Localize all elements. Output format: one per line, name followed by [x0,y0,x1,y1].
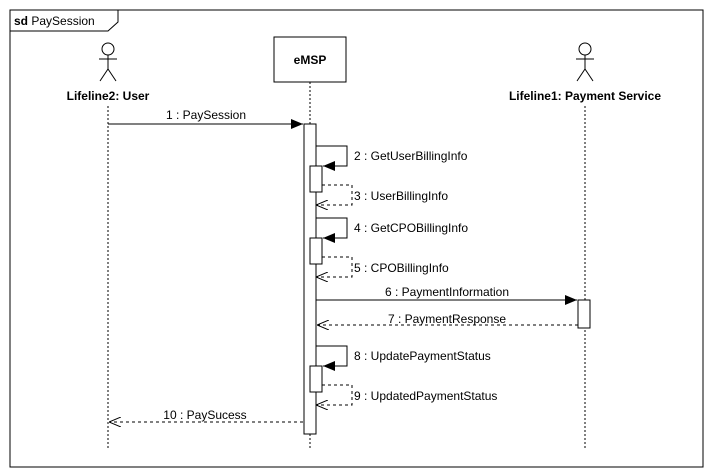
message-1: 1 : PaySession [108,108,303,129]
activation-payment-service [577,299,591,329]
message-6: 6 : PaymentInformation [316,285,577,305]
message-10: 10 : PaySucess [109,408,303,422]
message-3-label: 3 : UserBillingInfo [354,189,448,203]
message-2: 2 : GetUserBillingInfo [316,145,468,171]
message-10-label: 10 : PaySucess [163,408,246,422]
frame-keyword: sd [14,14,28,28]
message-7-label: 7 : PaymentResponse [388,312,506,326]
message-6-label: 6 : PaymentInformation [385,285,509,299]
frame-title: sd PaySession [14,14,95,28]
message-2-label: 2 : GetUserBillingInfo [354,149,468,163]
actor-payment-service-icon [576,42,594,82]
lifeline-payment-service-name: Lifeline1: Payment Service [509,89,661,103]
message-7: 7 : PaymentResponse [317,312,578,326]
frame-name: PaySession [31,14,94,28]
messages: 1 : PaySession 2 : GetUserBillingInfo 3 … [108,108,578,422]
message-3: 3 : UserBillingInfo [316,184,448,205]
activation-emsp-self-3 [309,365,323,393]
message-5: 5 : CPOBillingInfo [316,256,449,277]
message-4-label: 4 : GetCPOBillingInfo [354,221,468,235]
activation-emsp-self-2 [309,237,323,265]
activations [303,123,591,435]
lifeline-user-name: Lifeline2: User [67,89,150,103]
message-5-label: 5 : CPOBillingInfo [354,261,449,275]
message-1-label: 1 : PaySession [166,108,246,122]
message-9-label: 9 : UpdatedPaymentStatus [354,389,497,403]
message-8: 8 : UpdatePaymentStatus [316,345,491,371]
message-4: 4 : GetCPOBillingInfo [316,217,468,243]
message-9: 9 : UpdatedPaymentStatus [316,384,497,405]
activation-emsp-self-1 [309,165,323,193]
actor-user-icon [99,42,117,82]
interaction-frame: sd PaySession [9,9,704,468]
lifeline-emsp-name: eMSP [294,53,327,67]
lifeline-user: Lifeline2: User [67,42,150,450]
lifeline-payment-service: Lifeline1: Payment Service [509,42,661,450]
lifeline-emsp: eMSP [273,36,347,450]
message-8-label: 8 : UpdatePaymentStatus [354,349,491,363]
